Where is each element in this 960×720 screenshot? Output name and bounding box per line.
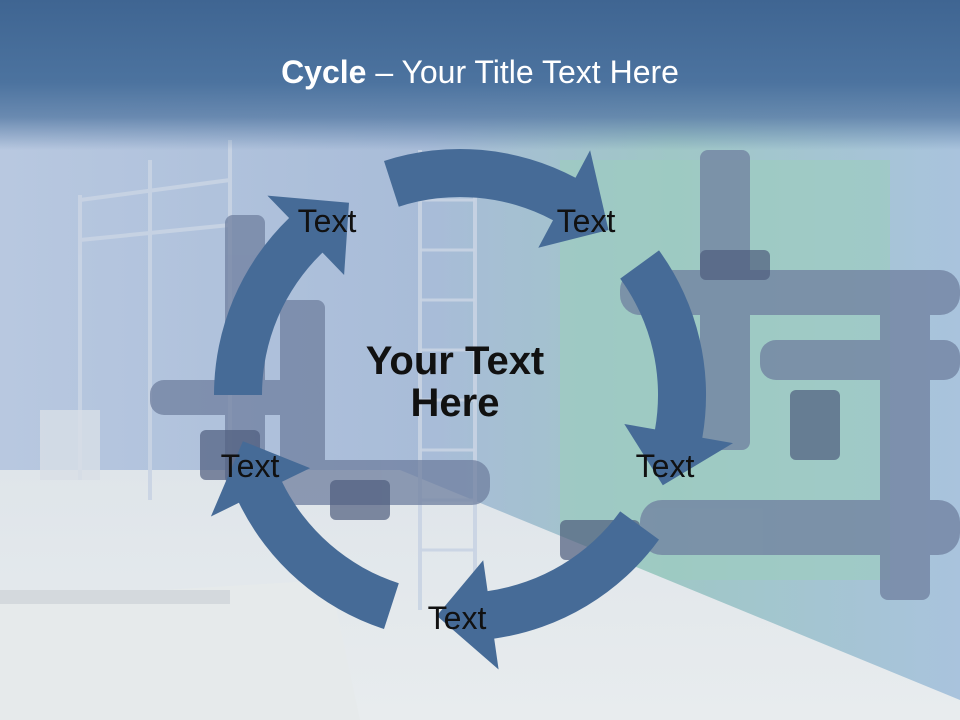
cycle-node-label: Text xyxy=(220,448,280,484)
cycle-node-label: Text xyxy=(297,203,357,239)
cycle-node-label: Text xyxy=(427,600,487,636)
cycle-node-label: Text xyxy=(635,448,695,484)
title-rest: – Your Title Text Here xyxy=(366,54,679,90)
title-bar xyxy=(0,0,960,150)
cycle-node-label: Text xyxy=(556,203,616,239)
slide-title: Cycle – Your Title Text Here xyxy=(0,54,960,91)
center-text: Your Text Here xyxy=(325,340,585,424)
cycle-arrow xyxy=(214,195,349,395)
cycle-arrow xyxy=(620,250,733,486)
cycle-arrow xyxy=(436,511,659,670)
title-bold: Cycle xyxy=(281,54,367,90)
center-text-line2: Here xyxy=(410,381,500,425)
cycle-arrow xyxy=(210,441,399,629)
cycle-arrow xyxy=(384,148,609,248)
center-text-line1: Your Text xyxy=(365,339,545,383)
